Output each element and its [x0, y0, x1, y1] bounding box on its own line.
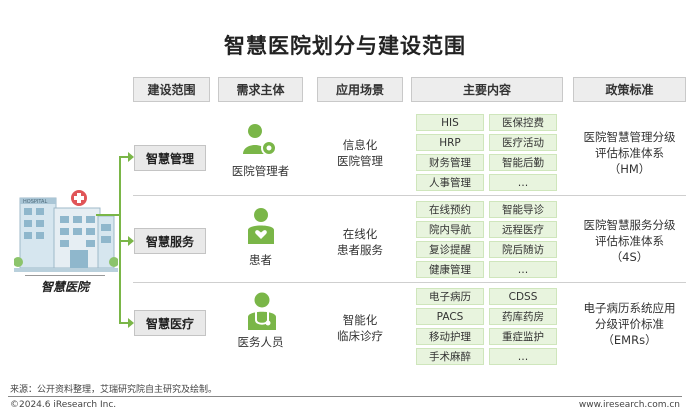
content-cell: 移动护理: [416, 328, 484, 345]
scene-line: 信息化: [342, 138, 378, 152]
scene-line: 在线化: [342, 227, 378, 241]
policy-line: 医院智慧管理分级: [583, 130, 676, 144]
role-management: 医院管理者: [231, 164, 290, 178]
content-cell: …: [489, 348, 557, 365]
header-policy: 政策标准: [573, 77, 686, 102]
content-cell: 财务管理: [416, 154, 484, 171]
hospital-sign: HOSPITAL: [23, 199, 48, 205]
row-label-medical: 智慧医疗: [134, 310, 206, 336]
content-cell: 健康管理: [416, 261, 484, 278]
connector-line: [96, 214, 120, 216]
header-content: 主要内容: [411, 77, 563, 102]
policy-management: 医院智慧管理分级 评估标准体系 （HM）: [573, 129, 686, 177]
row-divider: [133, 195, 686, 196]
admin-gear-icon: [242, 122, 280, 164]
content-cell: 医保控费: [489, 114, 557, 131]
policy-line: （4S）: [610, 250, 649, 264]
content-cell: 远程医疗: [489, 221, 557, 238]
content-cell: 电子病历: [416, 288, 484, 305]
role-service: 患者: [249, 253, 272, 267]
policy-line: 评估标准体系: [595, 234, 664, 248]
scene-line: 医院管理: [337, 154, 383, 168]
content-cell: 院后随访: [489, 241, 557, 258]
scene-line: 智能化: [342, 313, 378, 327]
content-cell: …: [489, 174, 557, 191]
content-cell: 人事管理: [416, 174, 484, 191]
doctor-stethoscope-icon: [245, 292, 279, 336]
page-title: 智慧医院划分与建设范围: [224, 34, 466, 58]
patient-heart-icon: [246, 208, 276, 250]
scene-line: 患者服务: [337, 243, 383, 257]
header-scene: 应用场景: [317, 77, 403, 102]
row-divider: [133, 282, 686, 283]
content-cell: HRP: [416, 134, 484, 151]
arrow-icon: [128, 236, 134, 246]
content-cell: PACS: [416, 308, 484, 325]
content-cell: 智能导诊: [489, 201, 557, 218]
content-cell: 复诊提醒: [416, 241, 484, 258]
content-cell: 重症监护: [489, 328, 557, 345]
row-label-management: 智慧管理: [134, 145, 206, 171]
hospital-building-icon: [13, 190, 119, 272]
row-label-service: 智慧服务: [134, 228, 206, 254]
connector-line: [119, 240, 129, 242]
scene-service: 在线化 患者服务: [317, 226, 403, 258]
policy-line: （HM）: [608, 162, 651, 176]
source-note: 来源：公开资料整理，艾瑞研究院自主研究及绘制。: [10, 385, 218, 395]
header-scope: 建设范围: [133, 77, 210, 102]
policy-line: 医院智慧服务分级: [583, 218, 676, 232]
scene-management: 信息化 医院管理: [317, 137, 403, 169]
content-cell: 药库药房: [489, 308, 557, 325]
policy-medical: 电子病历系统应用 分级评价标准 （EMRs）: [573, 300, 686, 348]
hospital-underline: [25, 275, 105, 276]
content-cell: 智能后勤: [489, 154, 557, 171]
arrow-icon: [128, 318, 134, 328]
content-cell: 手术麻醉: [416, 348, 484, 365]
role-medical: 医务人员: [237, 335, 284, 349]
content-cell: HIS: [416, 114, 484, 131]
content-cell: 在线预约: [416, 201, 484, 218]
hospital-illustration: HOSPITAL: [13, 186, 119, 272]
footer-divider: [8, 396, 682, 397]
policy-line: 电子病历系统应用: [583, 301, 676, 315]
hospital-label: 智慧医院: [40, 280, 89, 294]
connector-line: [119, 322, 129, 324]
policy-line: 评估标准体系: [595, 146, 664, 160]
content-cell: 院内导航: [416, 221, 484, 238]
connector-line: [119, 156, 129, 158]
policy-service: 医院智慧服务分级 评估标准体系 （4S）: [573, 217, 686, 265]
arrow-icon: [128, 152, 134, 162]
website-link[interactable]: www.iresearch.com.cn: [578, 400, 680, 410]
content-cell: …: [489, 261, 557, 278]
scene-line: 临床诊疗: [337, 329, 383, 343]
copyright: ©2024.6 iResearch Inc.: [10, 400, 117, 410]
policy-line: （EMRs）: [602, 333, 657, 347]
content-cell: CDSS: [489, 288, 557, 305]
header-subject: 需求主体: [218, 77, 303, 102]
policy-line: 分级评价标准: [595, 317, 664, 331]
scene-medical: 智能化 临床诊疗: [317, 312, 403, 344]
content-cell: 医疗活动: [489, 134, 557, 151]
